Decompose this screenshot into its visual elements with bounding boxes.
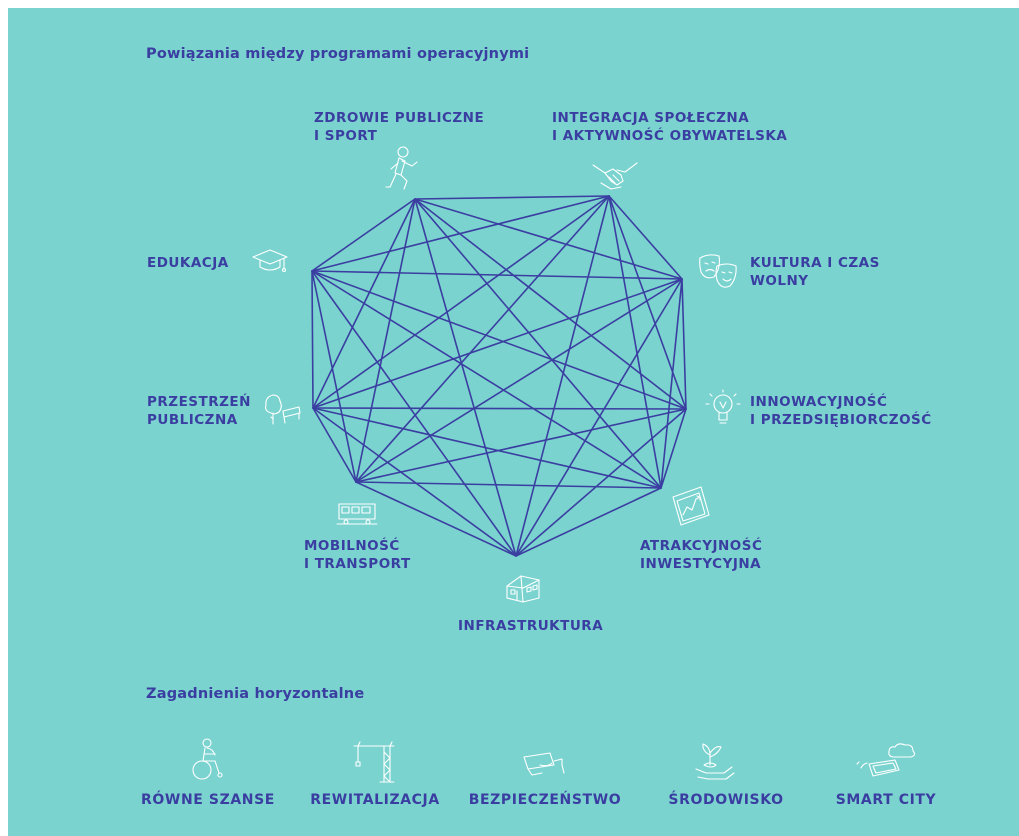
theater-masks-icon xyxy=(699,254,737,288)
connection-line xyxy=(312,407,357,483)
diagram-title: Powiązania między programami operacyjnym… xyxy=(146,46,530,62)
connection-line xyxy=(355,278,683,483)
security-camera-icon xyxy=(523,752,565,776)
connection-line xyxy=(414,198,517,557)
lightbulb-icon xyxy=(705,389,741,424)
connection-line xyxy=(515,195,610,557)
connection-line xyxy=(312,407,662,489)
diagram-panel xyxy=(8,8,1019,836)
connection-line xyxy=(312,278,683,409)
connection-line xyxy=(355,481,517,557)
horizontal-label-rewitalizacja: REWITALIZACJA xyxy=(310,792,440,808)
connection-line xyxy=(414,198,662,489)
connection-line xyxy=(311,198,416,272)
connection-line xyxy=(515,487,662,557)
connection-line xyxy=(515,408,687,557)
connection-line xyxy=(608,195,662,489)
connection-line xyxy=(608,195,687,410)
horizontal-label-smart-city: SMART CITY xyxy=(835,792,937,808)
connection-line xyxy=(311,270,517,557)
connection-line xyxy=(515,278,683,557)
connection-line xyxy=(355,198,416,483)
connection-line xyxy=(355,195,610,483)
runner-icon xyxy=(385,146,418,190)
program-label-infrastruktura: INFRASTRUKTURA xyxy=(458,618,604,634)
connection-line xyxy=(311,270,662,489)
connection-line xyxy=(312,195,610,409)
connection-line xyxy=(660,408,687,489)
connection-line xyxy=(312,407,687,410)
tram-icon xyxy=(336,503,378,525)
connection-line xyxy=(311,195,610,272)
connection-line xyxy=(355,481,662,489)
connection-line xyxy=(311,270,687,410)
horizontal-label-bezpieczenstwo: BEZPIECZEŃSTWO xyxy=(468,792,622,808)
horizontal-label-srodowisko: ŚRODOWISKO xyxy=(668,792,784,808)
growth-chart-icon xyxy=(672,486,710,526)
sprout-hand-icon xyxy=(695,743,735,780)
horizontal-label-rowne-szanse: RÓWNE SZANSE xyxy=(141,792,275,808)
wheelchair-icon xyxy=(192,738,223,780)
connection-line xyxy=(311,270,357,483)
horizontal-title: Zagadnienia horyzontalne xyxy=(146,686,365,702)
connection-line xyxy=(312,407,517,557)
smartphone-cloud-icon xyxy=(856,743,916,777)
tree-bench-icon xyxy=(265,394,301,425)
program-label-edukacja: EDUKACJA xyxy=(147,255,229,271)
connection-line xyxy=(608,195,683,280)
graduation-cap-icon xyxy=(252,249,288,273)
crane-icon xyxy=(353,741,395,783)
handshake-icon xyxy=(592,162,638,190)
connection-line xyxy=(414,198,687,410)
connection-line xyxy=(681,278,687,410)
connection-line xyxy=(660,278,683,489)
connection-line xyxy=(311,270,314,409)
connection-line xyxy=(355,408,687,483)
building-icon xyxy=(506,575,540,603)
connection-line xyxy=(311,270,683,280)
connection-line xyxy=(414,195,610,200)
